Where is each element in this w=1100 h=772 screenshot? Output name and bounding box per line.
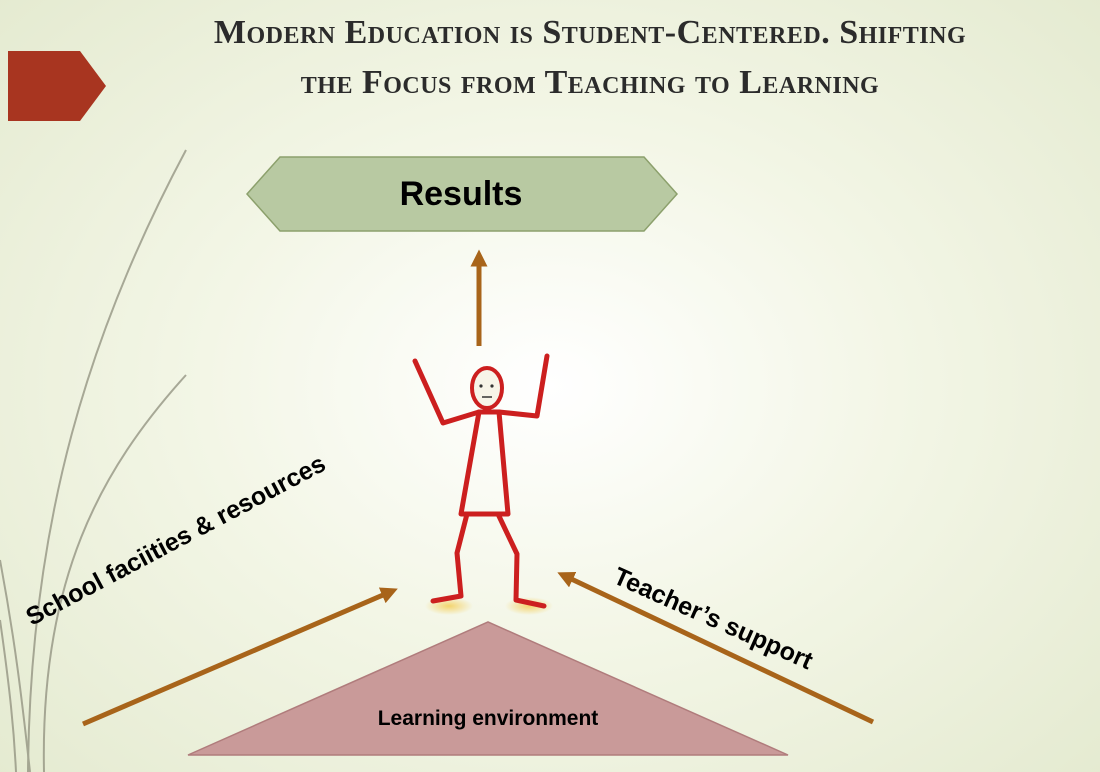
left-eye (479, 384, 483, 388)
right-arrow (557, 571, 875, 725)
accent-tab (8, 51, 106, 121)
student-figure (412, 353, 553, 615)
results-box (245, 156, 679, 232)
left-arm (412, 358, 482, 426)
left-leg (430, 511, 470, 604)
right-arm (496, 353, 550, 419)
title-line-2: the Focus from Teaching to Learning (300, 64, 880, 101)
right-eye (490, 384, 494, 388)
slide-title: Modern Education is Student-Centered. Sh… (40, 8, 1100, 108)
decorative-swooshes (0, 149, 187, 772)
right-leg (495, 511, 547, 609)
title-line-1: Modern Education is Student-Centered. Sh… (213, 14, 967, 51)
learning-environment-label: Learning environment (377, 707, 599, 730)
head (470, 366, 504, 410)
body (458, 409, 511, 517)
left-arrow (82, 587, 398, 727)
learning-environment-triangle (187, 621, 789, 756)
results-label: Results (399, 175, 523, 213)
